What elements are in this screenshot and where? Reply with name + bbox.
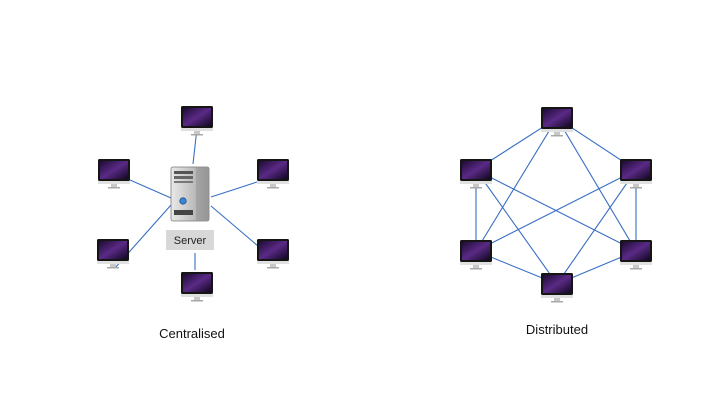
distributed-link <box>556 169 637 285</box>
monitor-icon <box>541 273 573 303</box>
monitor-icon <box>181 272 213 302</box>
monitor-icon <box>257 159 289 189</box>
server-label-box: Server <box>166 230 214 250</box>
centralised-caption: Centralised <box>159 326 225 341</box>
distributed-nodes <box>460 107 652 303</box>
monitor-icon <box>181 106 213 136</box>
distributed-link <box>475 169 558 285</box>
distributed-links <box>475 117 637 285</box>
centralised-link <box>129 179 172 199</box>
distributed-link <box>475 117 558 252</box>
distributed-link <box>475 169 637 252</box>
centralised-diagram: Server Centralised <box>97 106 289 341</box>
monitor-icon <box>460 159 492 189</box>
monitor-icon <box>620 159 652 189</box>
server-tower-icon <box>170 166 210 222</box>
monitor-icon <box>620 240 652 270</box>
monitor-icon <box>257 239 289 269</box>
monitor-icon <box>97 239 129 269</box>
centralised-link <box>210 181 258 198</box>
server-label: Server <box>174 235 207 247</box>
distributed-caption: Distributed <box>526 322 588 337</box>
distributed-link <box>556 117 637 252</box>
centralised-nodes <box>97 106 289 302</box>
monitor-icon <box>98 159 130 189</box>
monitor-icon <box>541 107 573 137</box>
monitor-icon <box>460 240 492 270</box>
centralised-link <box>210 205 259 247</box>
distributed-diagram: Distributed <box>460 107 652 337</box>
